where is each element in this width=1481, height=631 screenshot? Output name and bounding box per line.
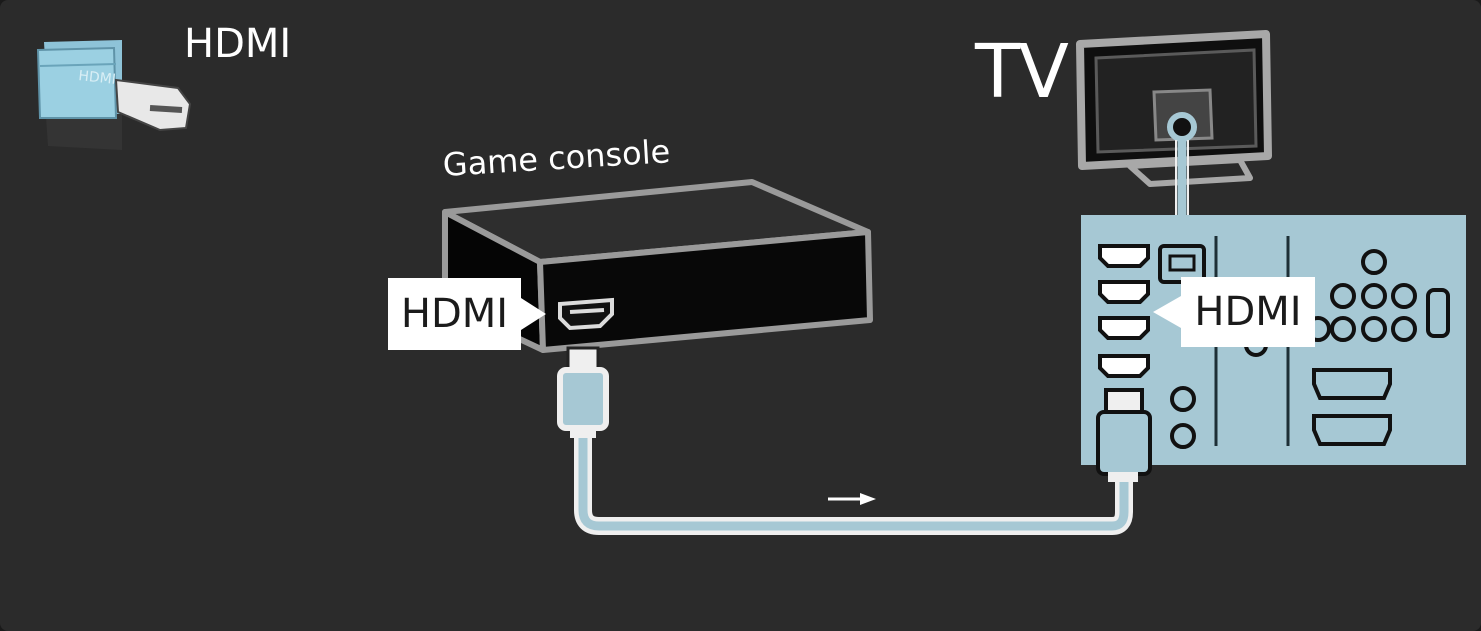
arrow-right-icon	[828, 493, 876, 505]
tv-port-callout: HDMI	[1181, 277, 1315, 347]
tv-label: TV	[975, 32, 1067, 112]
console-port-callout: HDMI	[388, 278, 521, 350]
tv-connector-panel	[1081, 215, 1466, 482]
hdmi-adapter-icon: HDMI	[38, 40, 190, 150]
legend-label: HDMI	[184, 20, 291, 68]
tv-set	[1080, 34, 1268, 216]
